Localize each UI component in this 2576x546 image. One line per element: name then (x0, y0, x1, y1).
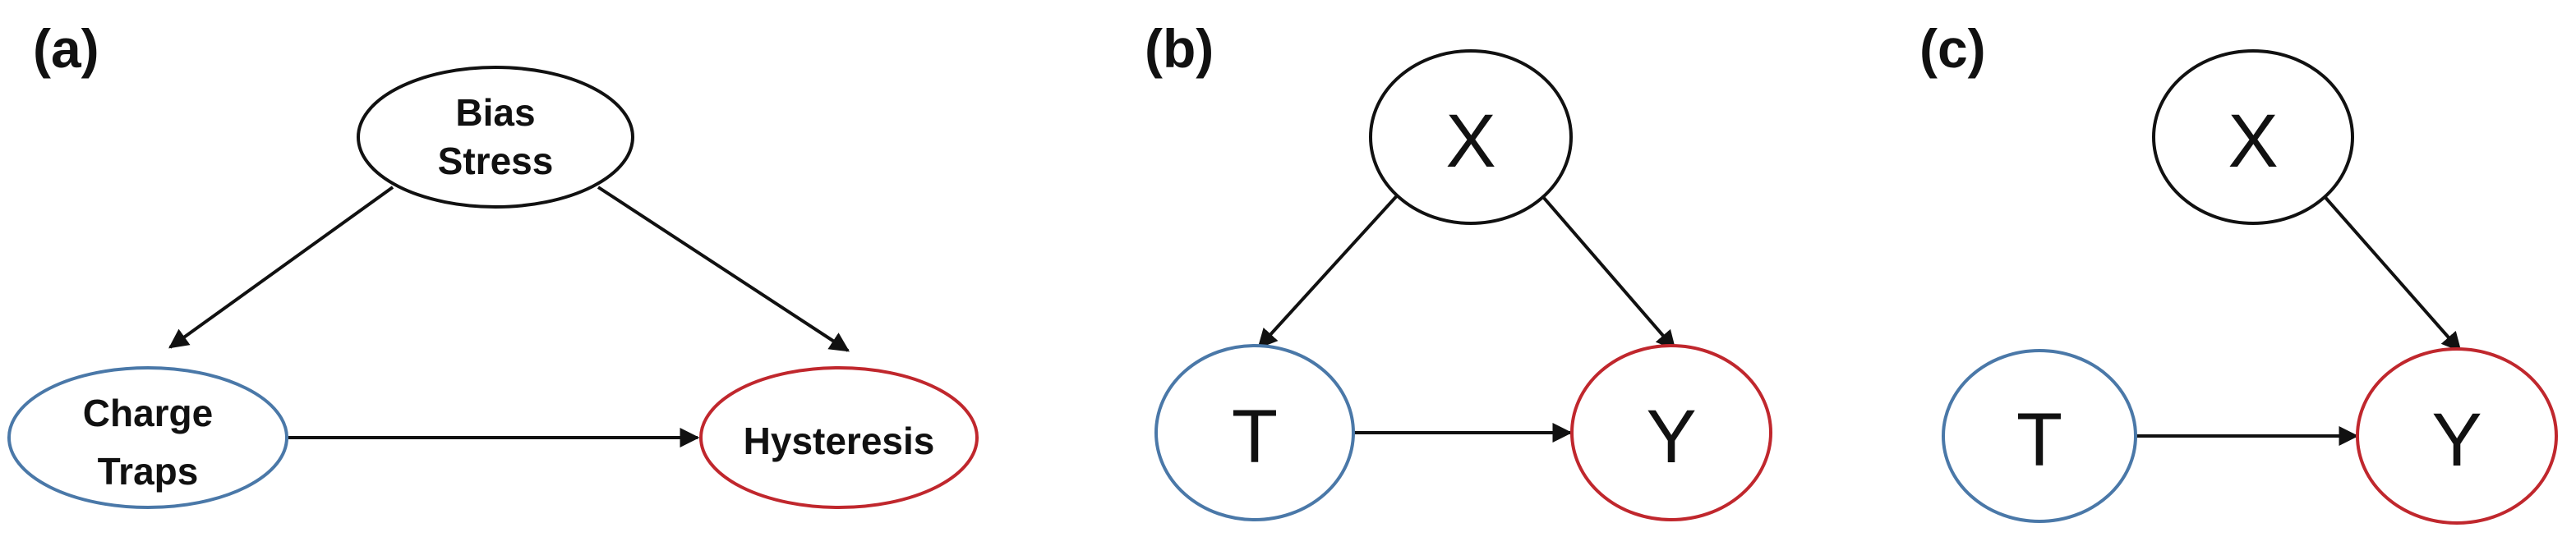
panel-c-confounder-ellipse (2152, 49, 2354, 225)
panel-c-node-outcome: Y (2356, 347, 2558, 525)
panel-a-edge-confounder-outcome (597, 186, 850, 352)
panel-a: (a) Bias Stress Charge Traps Hysteresis (7, 18, 979, 509)
panel-b-outcome-ellipse (1570, 344, 1772, 521)
panel-a-confounder-line-1: Bias (455, 91, 535, 134)
panel-c-label: (c) (1919, 18, 1986, 79)
panel-c: (c) X T Y (1919, 18, 2558, 525)
panel-c-node-confounder: X (2152, 49, 2354, 225)
panel-c-edge-confounder-outcome (2320, 192, 2462, 352)
panel-a-treatment-line-2: Traps (98, 450, 199, 493)
panel-c-treatment-ellipse (1942, 349, 2137, 523)
panel-b-node-outcome: Y (1570, 344, 1772, 521)
panel-b-treatment-line-1: T (1232, 395, 1278, 479)
panel-c-outcome-ellipse (2356, 347, 2558, 525)
panel-a-treatment-line-1: Charge (83, 392, 213, 434)
panel-a-edge-confounder-treatment (168, 186, 394, 349)
panel-b-edge-confounder-treatment (1257, 190, 1403, 349)
panel-a-node-treatment: Charge Traps (7, 366, 288, 509)
panel-b-node-treatment: T (1154, 344, 1355, 521)
panel-b: (b) X T Y (1145, 18, 1772, 521)
panel-c-treatment-line-1: T (2016, 398, 2062, 482)
panel-b-label: (b) (1145, 18, 1214, 79)
panel-b-outcome-line-1: Y (1646, 395, 1696, 479)
panel-c-node-treatment: T (1942, 349, 2137, 523)
panel-a-node-confounder: Bias Stress (357, 66, 634, 209)
panel-a-label: (a) (33, 18, 99, 79)
panel-a-outcome-ellipse (699, 366, 979, 509)
panel-b-confounder-ellipse (1369, 49, 1573, 225)
panel-c-confounder-line-1: X (2228, 99, 2278, 183)
panel-a-confounder-line-2: Stress (438, 140, 554, 182)
panel-c-outcome-line-1: Y (2431, 398, 2482, 482)
panel-a-outcome-line-1: Hysteresis (744, 420, 935, 462)
panel-a-confounder-ellipse (357, 66, 634, 209)
panel-b-treatment-ellipse (1154, 344, 1355, 521)
panel-b-node-confounder: X (1369, 49, 1573, 225)
panel-a-treatment-ellipse (7, 366, 288, 509)
panel-a-node-outcome: Hysteresis (699, 366, 979, 509)
panel-b-confounder-line-1: X (1445, 99, 1495, 183)
panel-b-edge-confounder-outcome (1537, 190, 1676, 351)
